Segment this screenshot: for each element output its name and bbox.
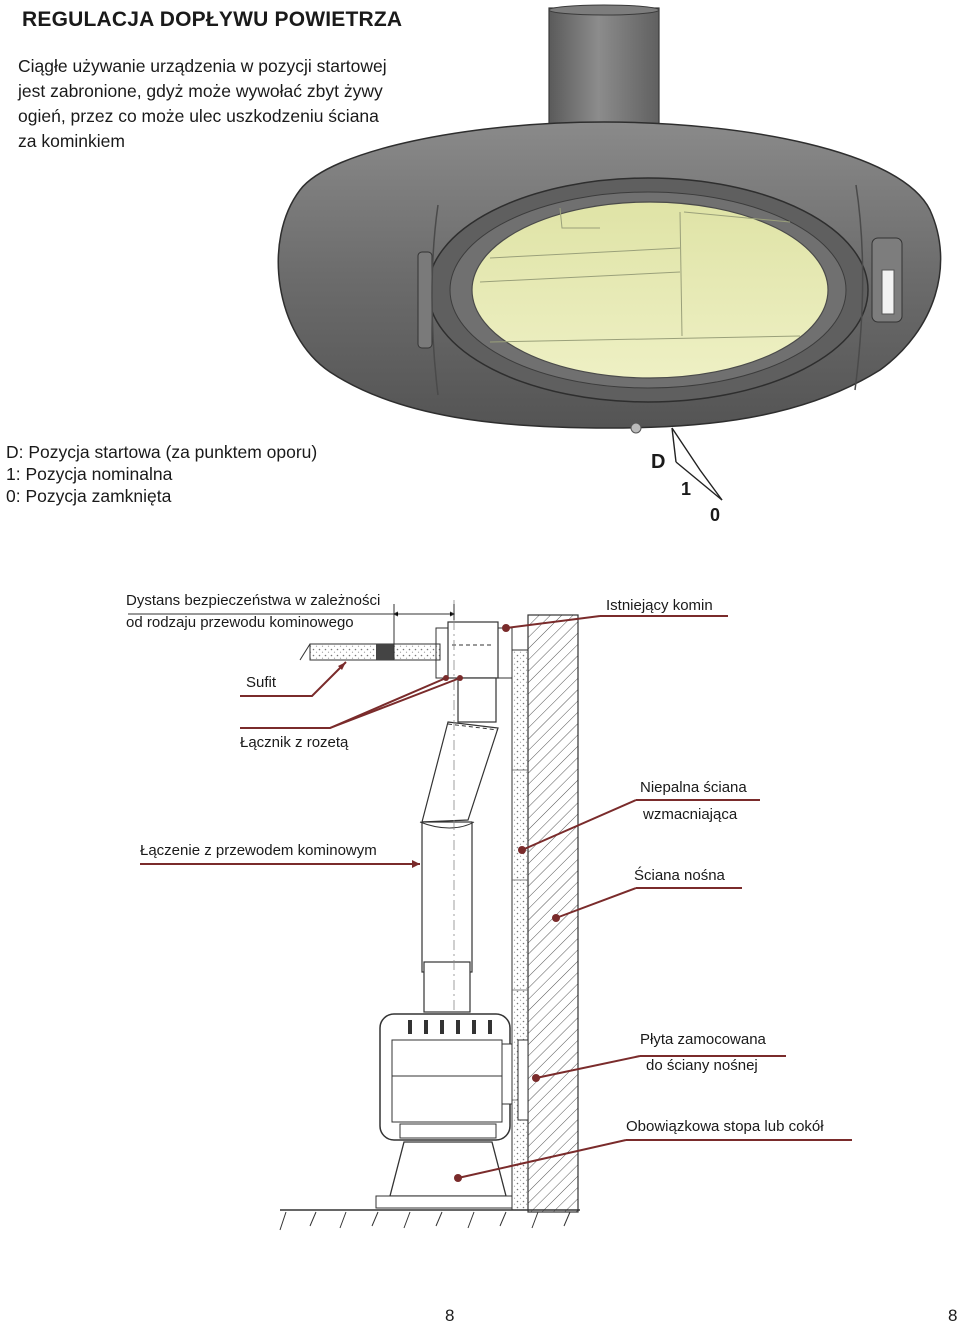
position-line: 1: Pozycja nominalna	[6, 464, 173, 484]
label-wall-reinforce-2: wzmacniająca	[643, 806, 738, 823]
label-base: Obowiązkowa stopa lub cokół	[626, 1118, 824, 1135]
warning-line: ogień, przez co może ulec uszkodzeniu śc…	[18, 106, 379, 126]
ceiling	[309, 643, 441, 661]
label-plate-2: do ściany nośnej	[646, 1057, 758, 1074]
dial-label-0: 0	[710, 505, 721, 525]
page-number-left: 8	[445, 1306, 455, 1325]
glass-window	[471, 201, 829, 379]
label-ceiling: Sufit	[246, 674, 277, 691]
wall-plate	[517, 1039, 529, 1121]
warning-line: Ciągłe używanie urządzenia w pozycji sta…	[18, 56, 387, 76]
page-number-right: 8	[948, 1306, 958, 1325]
base-foot	[375, 1195, 513, 1209]
label-flue-connection: Łączenie z przewodem kominowym	[140, 842, 377, 859]
page-title: REGULACJA DOPŁYWU POWIETRZA	[22, 8, 403, 31]
positions-legend: D: Pozycja startowa (za punktem oporu) 1…	[6, 441, 317, 507]
dial-label-1: 1	[681, 479, 692, 499]
label-distance-2: od rodzaju przewodu kominowego	[126, 614, 354, 631]
warning-text: Ciągłe używanie urządzenia w pozycji sta…	[18, 54, 458, 154]
label-distance-1: Dystans bezpieczeństwa w zależności	[126, 592, 381, 609]
stove-illustration	[277, 4, 942, 501]
label-load-wall: Ściana nośna	[634, 867, 725, 884]
air-dial-icon	[671, 427, 723, 501]
position-line: D: Pozycja startowa (za punktem oporu)	[6, 442, 318, 462]
warning-line: jest zabronione, gdyż może wywołać zbyt …	[18, 81, 383, 101]
label-plate-1: Płyta zamocowana	[640, 1031, 766, 1048]
label-connector: Łącznik z rozetą	[240, 734, 349, 751]
air-knob-icon	[630, 422, 642, 434]
warning-line: za kominkiem	[18, 131, 125, 151]
label-wall-reinforce-1: Niepalna ściana	[640, 779, 747, 796]
label-existing-chimney: Istniejący komin	[606, 597, 713, 614]
position-line: 0: Pozycja zamknięta	[6, 486, 172, 506]
dial-label-d: D	[651, 451, 666, 473]
reinforce-wall	[511, 649, 529, 1211]
